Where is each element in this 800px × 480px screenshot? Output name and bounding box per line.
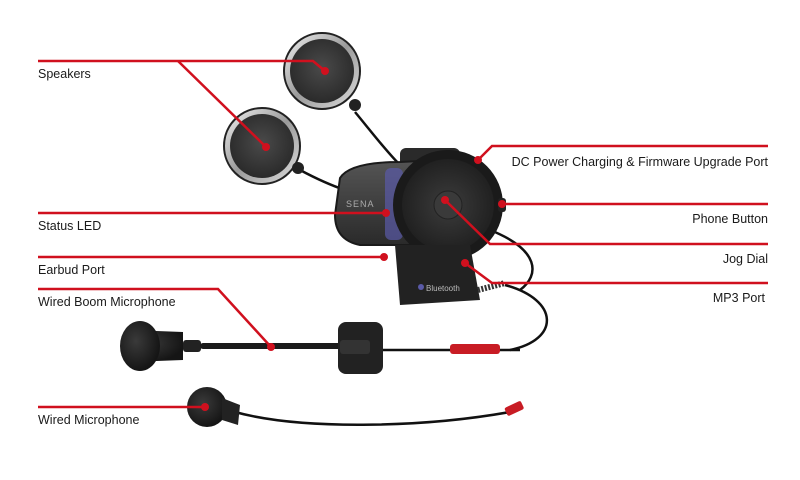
label-speakers: Speakers (38, 67, 91, 81)
label-wired-boom-microphone: Wired Boom Microphone (38, 295, 176, 309)
leader-dots (201, 67, 506, 411)
bluetooth-badge: Bluetooth (426, 284, 460, 293)
label-phone-button: Phone Button (692, 212, 768, 226)
label-dc-power-port: DC Power Charging & Firmware Upgrade Por… (511, 155, 768, 169)
cables (234, 111, 549, 426)
sena-logo: SENA (346, 199, 375, 209)
label-wired-microphone: Wired Microphone (38, 413, 140, 427)
headset-main-unit-icon: SENA Bluetooth (333, 148, 506, 305)
label-jog-dial: Jog Dial (722, 252, 768, 266)
label-status-led: Status LED (38, 219, 102, 233)
speaker-bottom-icon (223, 107, 304, 185)
label-earbud-port: Earbud Port (38, 263, 105, 277)
wired-microphone-icon (187, 387, 524, 427)
label-mp3-port: MP3 Port (712, 291, 765, 305)
boom-microphone-icon (120, 321, 500, 374)
leader-lines (38, 59, 768, 409)
